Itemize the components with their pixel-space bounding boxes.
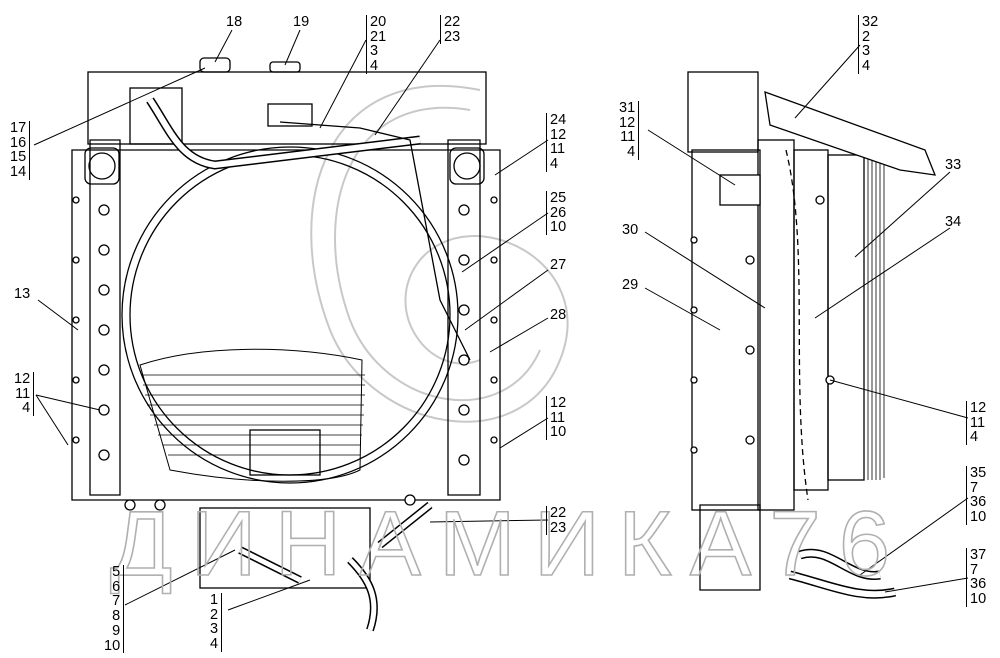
callout-number: 23 [444,28,461,45]
callout-number: 4 [862,58,871,75]
callout-number: 11 [15,385,31,402]
callout-number: 21 [370,28,387,45]
callout-number: 20 [370,14,387,30]
callout-number: 4 [550,156,559,173]
callout-number: 25 [550,190,567,206]
callout-number: 34 [945,214,962,230]
callout-g27: 27 [550,258,566,273]
callout-number: 10 [550,219,567,236]
callout-number: 11 [550,409,566,426]
callout-number: 4 [370,58,379,75]
watermark-text: ДИНАМИКА76 [110,493,890,595]
callout-number: 12 [619,114,636,131]
callout-number: 11 [550,141,566,158]
callout-number: 2 [210,606,219,623]
callout-number: 15 [10,149,27,166]
callout-number: 12 [14,371,31,387]
callout-number: 12 [970,400,987,416]
callout-number: 7 [112,593,121,610]
watermark-logo [310,84,569,423]
front-view [71,57,501,632]
callout-g13: 13 [14,287,30,302]
callout-number: 22 [550,505,567,521]
callout-number: 36 [970,494,987,511]
callout-g29: 29 [622,278,638,293]
callout-number: 11 [620,129,636,146]
callout-g18: 18 [226,15,242,30]
callout-number: 37 [970,547,987,563]
callout-g34: 34 [945,215,961,230]
callout-number: 10 [550,424,567,441]
callout-g19: 19 [293,15,309,30]
callout-number: 14 [10,164,27,181]
callout-number: 36 [970,576,987,593]
callout-number: 30 [622,222,639,238]
callout-number: 10 [104,637,121,654]
callout-number: 10 [970,509,987,526]
callout-number: 3 [210,621,219,638]
callout-number: 33 [945,157,962,173]
callout-number: 7 [970,561,979,578]
callout-number: 3 [862,43,871,60]
callout-number: 18 [226,14,243,30]
callout-number: 10 [970,591,987,608]
callout-number: 6 [112,578,121,595]
callout-number: 4 [210,636,219,653]
callout-g33: 33 [945,158,961,173]
leader-lines [33,29,969,611]
callout-number: 5 [112,564,121,580]
callout-number: 4 [627,144,636,161]
callout-number: 32 [862,14,879,30]
callout-number: 24 [550,112,567,128]
callout-number: 29 [622,277,639,293]
callout-number: 7 [970,479,979,496]
callout-number: 23 [550,519,567,536]
callout-number: 19 [293,14,310,30]
callout-number: 13 [14,286,31,302]
callout-number: 17 [10,120,27,136]
side-view [687,71,937,599]
callout-number: 3 [370,43,379,60]
callout-number: 8 [112,608,121,625]
callout-g30: 30 [622,223,638,238]
callout-number: 4 [970,429,979,446]
callout-number: 2 [862,28,871,45]
callout-number: 9 [112,622,121,639]
callout-number: 12 [550,126,567,143]
callout-number: 12 [550,395,567,411]
callout-number: 35 [970,465,987,481]
callout-number: 26 [550,204,567,221]
callout-number: 28 [550,307,567,323]
callout-number: 16 [10,134,27,151]
callout-number: 4 [22,400,31,417]
callout-g28: 28 [550,308,566,323]
callout-number: 22 [444,14,461,30]
callout-number: 11 [970,414,986,431]
callout-number: 27 [550,257,567,273]
callout-number: 31 [619,100,636,116]
callout-number: 1 [210,592,219,608]
